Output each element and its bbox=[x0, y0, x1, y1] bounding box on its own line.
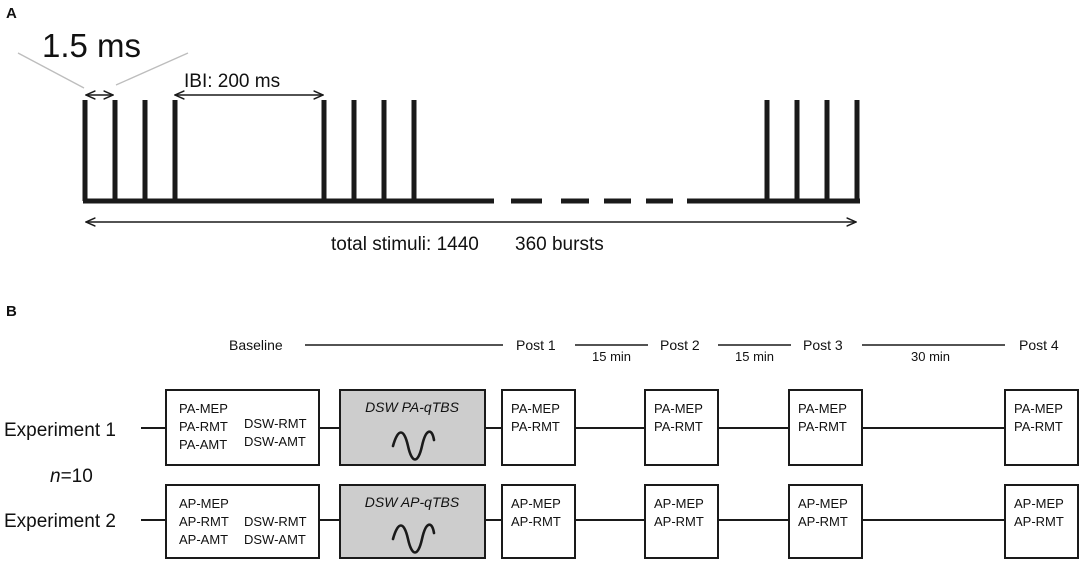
baseline-measure: PA-AMT bbox=[179, 437, 227, 452]
timeline-post3: Post 3 bbox=[803, 337, 843, 353]
pulse-width-guide-left bbox=[17, 52, 85, 89]
timeline: Baseline Post 1 15 min Post 2 15 min Pos… bbox=[229, 337, 1059, 364]
baseline-box bbox=[165, 389, 320, 466]
panel-b-label: B bbox=[6, 303, 17, 320]
post-measure: AP-RMT bbox=[654, 514, 704, 529]
baseline-measure: DSW-AMT bbox=[244, 532, 306, 547]
timeline-interval3: 30 min bbox=[911, 349, 950, 364]
post-box bbox=[788, 389, 863, 466]
experiment-name: Experiment 2 bbox=[4, 511, 116, 532]
pulse-width-label: 1.5 ms bbox=[42, 27, 141, 64]
sample-size-value: =10 bbox=[61, 466, 93, 487]
post-box bbox=[501, 389, 576, 466]
post-measure: PA-RMT bbox=[1014, 419, 1063, 434]
baseline-measure: AP-RMT bbox=[179, 514, 229, 529]
post-box bbox=[501, 484, 576, 559]
post-measure: PA-MEP bbox=[1014, 401, 1063, 416]
experiment-2-row: Experiment 2 AP-MEP AP-RMT AP-AMT DSW-RM… bbox=[4, 484, 1079, 559]
post-box bbox=[1004, 389, 1079, 466]
post-measure: AP-RMT bbox=[511, 514, 561, 529]
ibi-label: IBI: 200 ms bbox=[184, 71, 280, 92]
timeline-interval1: 15 min bbox=[592, 349, 631, 364]
pulse-width-guide-right bbox=[115, 52, 189, 86]
wave-icon bbox=[391, 430, 436, 461]
timeline-post2: Post 2 bbox=[660, 337, 700, 353]
post-measure: PA-RMT bbox=[511, 419, 560, 434]
post-measure: PA-MEP bbox=[654, 401, 703, 416]
timeline-post1: Post 1 bbox=[516, 337, 556, 353]
baseline-box bbox=[165, 484, 320, 559]
post-box bbox=[644, 389, 719, 466]
intervention-box bbox=[339, 389, 486, 466]
baseline-measure: DSW-AMT bbox=[244, 434, 306, 449]
timeline-interval2: 15 min bbox=[735, 349, 774, 364]
panel-a: A 1.5 ms IBI: 200 ms bbox=[6, 5, 860, 255]
baseline-measure: PA-RMT bbox=[179, 419, 228, 434]
post-measure: AP-MEP bbox=[1014, 496, 1064, 511]
post-measure: AP-MEP bbox=[511, 496, 561, 511]
intervention-label: DSW PA-qTBS bbox=[365, 399, 460, 415]
experiment-1-row: Experiment 1 PA-MEP PA-RMT PA-AMT DSW-RM… bbox=[4, 389, 1079, 466]
post-measure: PA-RMT bbox=[654, 419, 703, 434]
baseline-measure: AP-AMT bbox=[179, 532, 228, 547]
baseline-measure: DSW-RMT bbox=[244, 416, 307, 431]
baseline-measure: AP-MEP bbox=[179, 496, 229, 511]
post-measure: PA-RMT bbox=[798, 419, 847, 434]
pulse-train bbox=[82, 100, 860, 204]
baseline-measure: DSW-RMT bbox=[244, 514, 307, 529]
intervention-box bbox=[339, 484, 486, 559]
panel-a-label: A bbox=[6, 5, 17, 22]
timeline-baseline: Baseline bbox=[229, 337, 283, 353]
post-box bbox=[644, 484, 719, 559]
post-measure: AP-MEP bbox=[654, 496, 704, 511]
post-measure: PA-MEP bbox=[798, 401, 847, 416]
wave-icon bbox=[391, 523, 436, 554]
sample-size: n=10 bbox=[50, 466, 93, 487]
experiment-name: Experiment 1 bbox=[4, 420, 116, 441]
timeline-post4: Post 4 bbox=[1019, 337, 1059, 353]
intervention-label: DSW AP-qTBS bbox=[365, 494, 460, 510]
post-measure: AP-RMT bbox=[1014, 514, 1064, 529]
post-measure: AP-MEP bbox=[798, 496, 848, 511]
sample-size-symbol: n bbox=[50, 466, 61, 487]
post-box bbox=[788, 484, 863, 559]
baseline-measure: PA-MEP bbox=[179, 401, 228, 416]
panel-b: B Baseline Post 1 15 min Post 2 15 min P… bbox=[4, 303, 1079, 559]
total-stimuli-label: total stimuli: 1440 bbox=[331, 234, 479, 255]
post-measure: PA-MEP bbox=[511, 401, 560, 416]
bursts-label: 360 bursts bbox=[515, 234, 604, 255]
post-measure: AP-RMT bbox=[798, 514, 848, 529]
post-box bbox=[1004, 484, 1079, 559]
